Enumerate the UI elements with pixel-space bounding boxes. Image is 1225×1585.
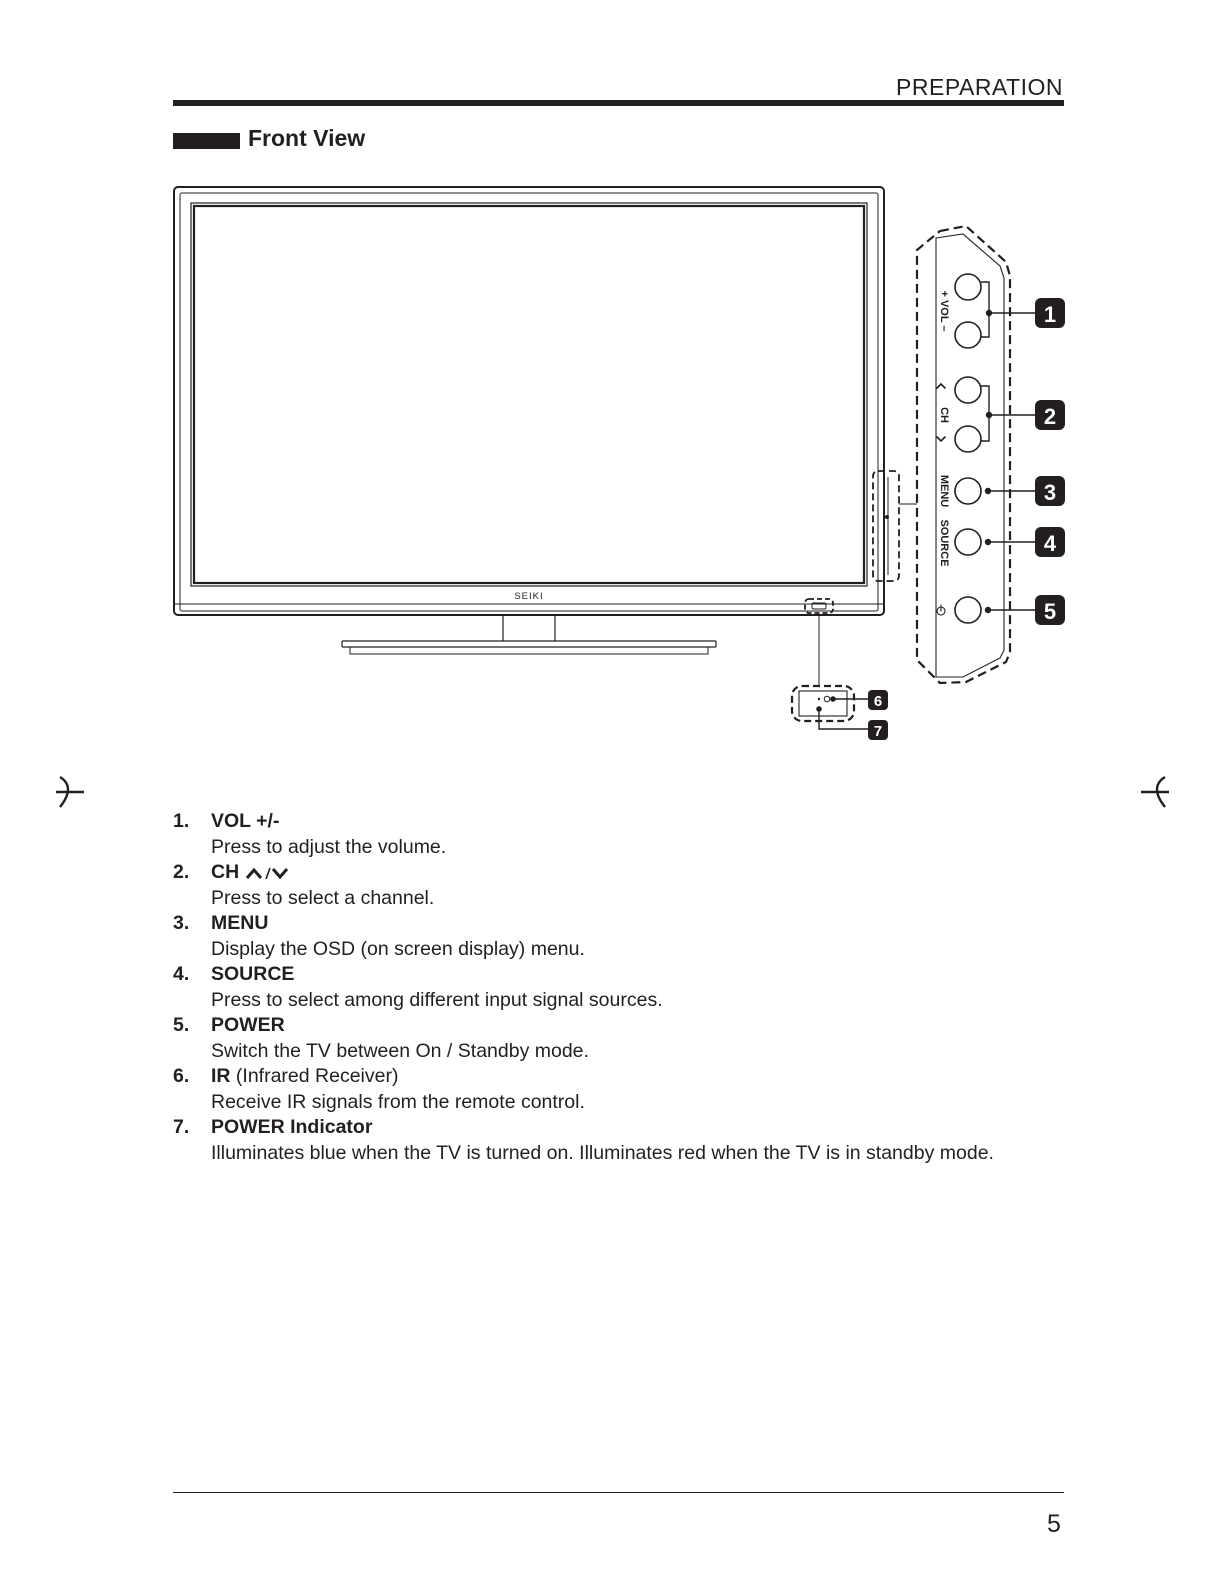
page-number: 5	[1047, 1510, 1061, 1538]
source-side-label: SOURCE	[938, 519, 950, 566]
item-title: CH	[211, 861, 240, 883]
item-title-note: (Infrared Receiver)	[230, 1065, 399, 1087]
tv-bezel-outer	[173, 186, 885, 616]
tv-screen	[192, 204, 866, 585]
list-item: 7. POWER Indicator Illuminates blue when …	[173, 1115, 1073, 1166]
side-button-highlight	[872, 470, 900, 582]
power-button	[954, 596, 982, 624]
source-button	[954, 528, 982, 556]
tv-bezel-inner	[179, 192, 879, 612]
registration-mark-right	[1141, 775, 1169, 808]
item-title: VOL +/-	[211, 810, 280, 832]
item-number: 5.	[173, 1014, 190, 1036]
item-title: SOURCE	[211, 963, 295, 985]
callout-5: 5	[1044, 599, 1056, 624]
control-description-list: 1. VOL +/- Press to adjust the volume. 2.…	[173, 809, 1073, 1166]
callout-3: 3	[1044, 480, 1056, 505]
item-description: Press to select a channel.	[211, 886, 435, 909]
callout-2: 2	[1044, 404, 1056, 429]
chevron-up-down-icon	[245, 867, 288, 880]
callout-badges: 1 2 3 4 5 6 7	[868, 298, 1065, 740]
item-description: Press to adjust the volume.	[211, 835, 447, 858]
ch-up-button	[954, 376, 982, 404]
menu-button	[954, 477, 982, 505]
heading-bar	[173, 133, 240, 149]
page-heading: Front View	[248, 125, 366, 151]
item-number: 2.	[173, 861, 190, 883]
callout-6: 6	[874, 693, 882, 710]
brand-logo: SEIKI	[514, 591, 543, 602]
tv-stand-foot	[349, 646, 709, 655]
callout-1: 1	[1044, 302, 1056, 327]
item-description: Switch the TV between On / Standby mode.	[211, 1039, 589, 1062]
callout-4: 4	[1044, 531, 1057, 556]
vol-plus-button	[954, 273, 982, 301]
item-number: 1.	[173, 810, 190, 832]
item-description: Press to select among different input si…	[211, 988, 663, 1011]
tv-screen-outer	[190, 202, 868, 587]
list-item: 2. CH Press to select a channel.	[173, 860, 1073, 911]
item-number: 6.	[173, 1065, 190, 1087]
item-description: Receive IR signals from the remote contr…	[211, 1090, 585, 1113]
ch-down-button	[954, 425, 982, 453]
item-title: POWER Indicator	[211, 1116, 373, 1138]
title-rule	[173, 100, 1064, 106]
vol-minus-button	[954, 321, 982, 349]
item-number: 7.	[173, 1116, 190, 1138]
callout-7: 7	[874, 723, 882, 740]
list-item: 5. POWER Switch the TV between On / Stand…	[173, 1013, 1073, 1064]
list-item: 6. IR (Infrared Receiver) Receive IR sign…	[173, 1064, 1073, 1115]
tv-stand-base	[341, 640, 717, 648]
list-item: 3. MENU Display the OSD (on screen displa…	[173, 911, 1073, 962]
side-panel-inner	[935, 233, 1005, 678]
item-description: Display the OSD (on screen display) menu…	[211, 937, 585, 960]
sensor-zoom	[790, 684, 868, 730]
item-title: POWER	[211, 1014, 285, 1036]
item-number: 4.	[173, 963, 190, 985]
item-title: IR	[211, 1065, 231, 1087]
item-description: Illuminates blue when the TV is turned o…	[211, 1141, 994, 1164]
tv-set	[173, 186, 917, 686]
footer-rule	[173, 1492, 1064, 1493]
tv-front-view-diagram: SEIKI + VOL – CH MENU SOURCE	[173, 186, 1065, 740]
list-item: 4. SOURCE Press to select among different…	[173, 962, 1073, 1013]
item-number: 3.	[173, 912, 190, 934]
ch-side-label: CH	[938, 407, 950, 423]
ch-up-chevron-icon	[936, 382, 946, 389]
ch-down-chevron-icon	[936, 436, 946, 443]
section-title: PREPARATION	[896, 74, 1063, 100]
list-item: 1. VOL +/- Press to adjust the volume.	[173, 809, 1073, 860]
side-panel-zoom	[915, 224, 1035, 685]
menu-side-label: MENU	[938, 475, 950, 507]
vol-side-label: + VOL –	[938, 290, 950, 331]
registration-mark-left	[56, 775, 84, 808]
item-title: MENU	[211, 912, 269, 934]
side-panel-outline	[915, 224, 1012, 685]
